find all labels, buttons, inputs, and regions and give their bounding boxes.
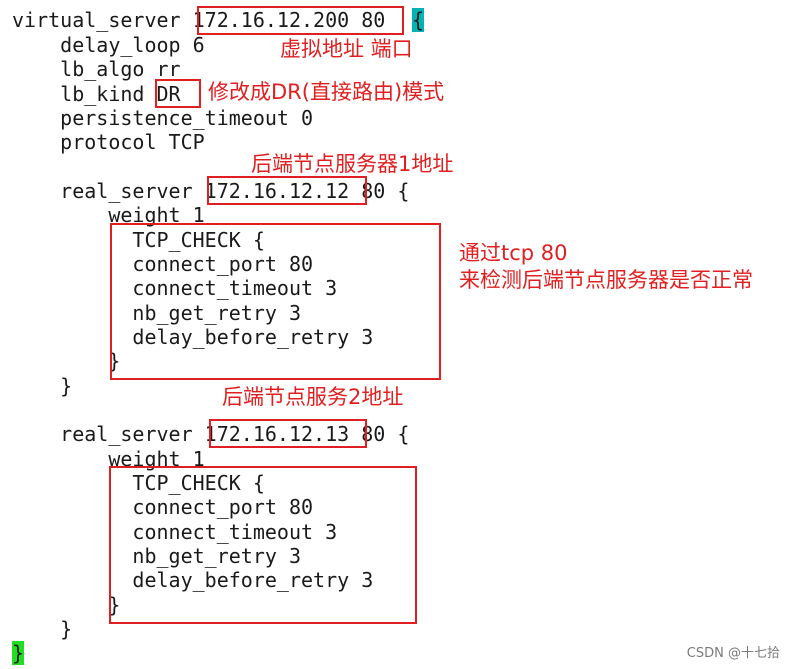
tcp-check-2-box xyxy=(109,466,417,624)
code-line-close-real-server-2: } xyxy=(12,617,73,641)
note-tcp-check-line2: 来检测后端节点服务器是否正常 xyxy=(459,268,753,292)
open-brace: { xyxy=(412,8,425,32)
code-line-tcp-check-2: TCP_CHECK { xyxy=(12,471,265,495)
note-real-server-1-addr: 后端节点服务器1地址 xyxy=(251,152,454,176)
code-line-nb-get-retry-1: nb_get_retry 3 xyxy=(12,301,301,325)
real-server-2-ip-box xyxy=(209,419,367,448)
code-line-lb-algo: lb_algo rr xyxy=(12,57,181,81)
code-line-lb-kind: lb_kind DR xyxy=(12,82,181,106)
code-line-close-tcp-check-1: } xyxy=(12,349,121,373)
note-tcp-check-line1: 通过tcp 80 xyxy=(459,241,568,265)
tcp-check-1-box xyxy=(110,223,441,380)
watermark: CSDN @十七拾 xyxy=(686,646,780,661)
code-line-virtual-server: virtual_server 172.16.12.200 80 xyxy=(12,8,398,32)
code-line-connect-timeout-2: connect_timeout 3 xyxy=(12,520,338,544)
close-brace-highlight: } xyxy=(12,641,24,665)
code-line-connect-timeout-1: connect_timeout 3 xyxy=(12,276,338,300)
code-line-delay-before-retry-1: delay_before_retry 3 xyxy=(12,325,374,349)
code-line-real-server-2: real_server 172.16.12.13 80 { xyxy=(12,422,410,446)
note-dr-mode: 修改成DR(直接路由)模式 xyxy=(208,80,445,104)
open-brace-highlight: { xyxy=(412,8,424,32)
code-line-delay-loop: delay_loop 6 xyxy=(12,33,205,57)
code-line-connect-port-1: connect_port 80 xyxy=(12,252,314,276)
code-line-connect-port-2: connect_port 80 xyxy=(12,495,314,519)
code-line-persistence-timeout: persistence_timeout 0 xyxy=(12,106,314,130)
note-real-server-2-addr: 后端节点服务2地址 xyxy=(222,385,404,409)
real-server-1-ip-box xyxy=(207,176,367,205)
code-line-close-tcp-check-2: } xyxy=(12,593,121,617)
virtual-ip-port-box xyxy=(197,6,404,35)
code-line-close-real-server-1: } xyxy=(12,374,73,398)
note-virtual-addr-port: 虚拟地址 端口 xyxy=(280,37,413,61)
code-line-nb-get-retry-2: nb_get_retry 3 xyxy=(12,544,301,568)
close-brace: } xyxy=(12,641,25,665)
code-line-tcp-check-1: TCP_CHECK { xyxy=(12,228,265,252)
code-line-protocol: protocol TCP xyxy=(12,130,205,154)
dr-box xyxy=(155,79,201,108)
code-line-delay-before-retry-2: delay_before_retry 3 xyxy=(12,568,374,592)
